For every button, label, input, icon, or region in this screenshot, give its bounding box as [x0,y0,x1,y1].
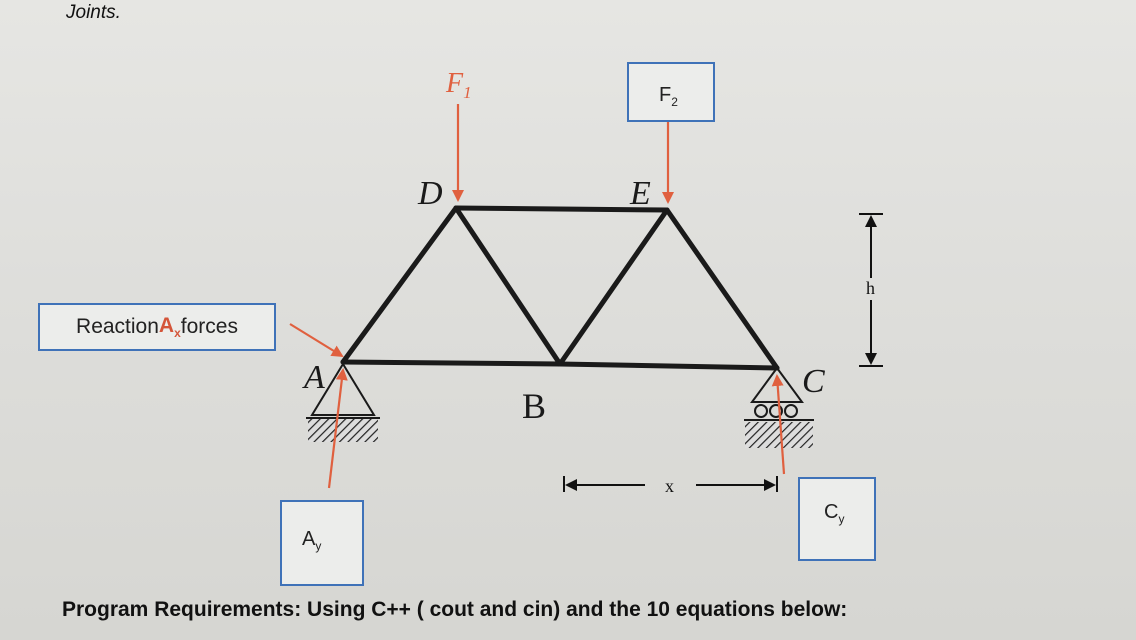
ay-arrow [327,368,348,489]
joint-label-b: B [522,386,546,426]
cy-arrow [771,374,786,475]
span-label: x [665,476,674,496]
height-dimension [859,213,883,367]
reaction-text-pre: Reaction [76,315,159,338]
member-ec [664,207,780,371]
joint-label-c: C [802,363,825,400]
member-ad [340,205,459,365]
roller-support-c [744,366,814,448]
joint-label-d: D [417,175,443,212]
member-ab [340,359,563,367]
force-arrows [289,104,786,489]
section-heading: Joints. [66,2,121,23]
ay-callout-label: Ay [302,528,322,553]
member-be [557,207,670,367]
reaction-ax-callout: Reaction Ax forces [38,303,276,351]
span-dimension [563,476,778,492]
joint-label-a: A [302,359,325,396]
pin-support-a [306,362,380,442]
f2-callout-label: F2 [659,84,678,109]
joint-label-e: E [629,175,651,212]
cy-callout-label: Cy [824,501,845,526]
truss-members [340,205,780,371]
member-db [453,205,563,367]
reaction-text-post: forces [180,315,238,338]
program-requirements: Program Requirements: Using C++ ( cout a… [62,598,848,621]
f2-callout: F2 [627,62,715,122]
height-label: h [866,278,875,298]
f1-label: F1 [445,68,472,102]
member-bc [557,361,780,371]
ax-arrow [289,323,344,358]
reaction-variable: Ax [158,313,181,341]
member-de [453,205,670,213]
ay-callout: Ay [280,500,364,586]
cy-callout: Cy [798,477,876,561]
